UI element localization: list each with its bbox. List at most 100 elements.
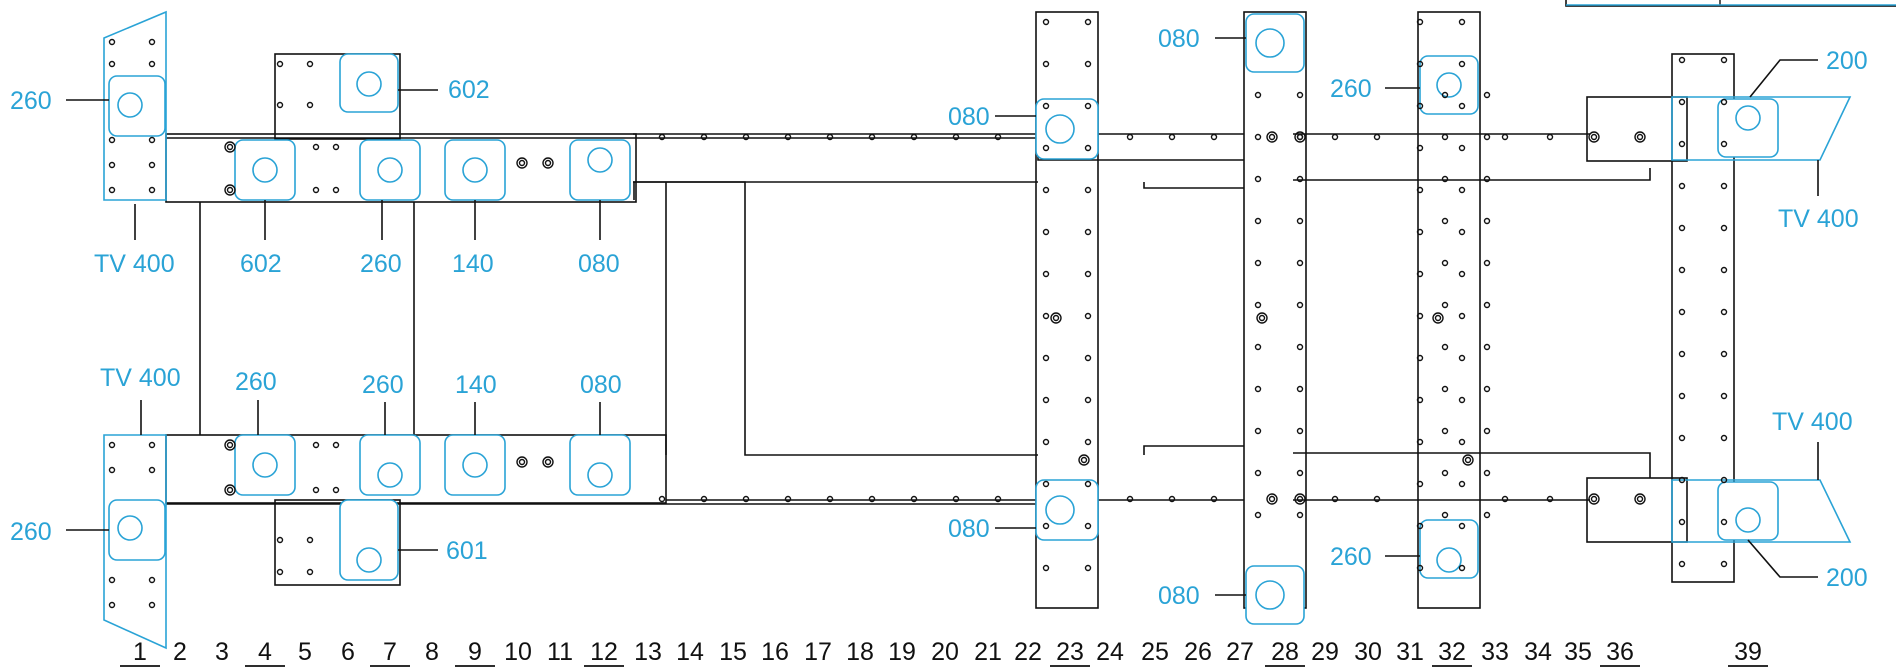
bolt-hole	[1678, 392, 1686, 400]
bolt-hole	[1296, 91, 1304, 99]
bolt-hole	[1254, 301, 1262, 309]
bolt-hole	[108, 466, 116, 474]
callout-260: 260	[235, 368, 277, 396]
position-number: 29	[1311, 638, 1339, 666]
bolt-hole	[1168, 133, 1176, 141]
bolt-hole	[952, 495, 960, 503]
bolt-hole	[1720, 392, 1728, 400]
bolt-hole	[1052, 314, 1060, 322]
bolt-hole	[1084, 18, 1092, 26]
bolt-hole	[1441, 427, 1449, 435]
bolt-hole	[1483, 133, 1491, 141]
position-number: 13	[634, 638, 662, 666]
bolt-hole	[1720, 98, 1728, 106]
bolt-hole	[276, 536, 284, 544]
bolt-hole	[312, 143, 320, 151]
bolt-hole	[1720, 560, 1728, 568]
position-number: 17	[804, 638, 832, 666]
bolt-hole	[1416, 438, 1424, 446]
bolt-hole	[542, 157, 554, 169]
module-140-bot	[444, 434, 506, 496]
callout-260: 260	[10, 518, 52, 546]
bolt-hole	[1296, 259, 1304, 267]
callout-tv400: TV 400	[1778, 205, 1859, 233]
position-number: 26	[1184, 638, 1212, 666]
bolt-hole	[1720, 224, 1728, 232]
bolt-hole	[1483, 511, 1491, 519]
bolt-hole	[1720, 182, 1728, 190]
bolt-hole	[1416, 102, 1424, 110]
bolt-hole	[1678, 350, 1686, 358]
corner-box	[1565, 0, 1896, 7]
bolt-hole	[1588, 493, 1600, 505]
bolt-hole	[1210, 495, 1218, 503]
bolt-hole	[1126, 495, 1134, 503]
bolt-hole	[312, 486, 320, 494]
bolt-hole	[1441, 217, 1449, 225]
bolt-hole	[868, 495, 876, 503]
callout-labels: 260 TV 400 602 602 260 140 080 080 080 2…	[10, 25, 1868, 610]
callout-602: 602	[448, 76, 490, 104]
bolt-hole	[742, 133, 750, 141]
module-080-23bot	[1035, 479, 1099, 541]
position-number: 14	[676, 638, 704, 666]
bolt-hole	[1416, 270, 1424, 278]
bolt-hole	[1720, 518, 1728, 526]
bolt-hole	[700, 495, 708, 503]
bolt-hole	[1042, 522, 1050, 530]
bolt-hole	[1590, 133, 1598, 141]
bolt-hole	[1084, 522, 1092, 530]
bolt-hole	[1720, 266, 1728, 274]
bolt-hole	[332, 486, 340, 494]
bolt-hole	[542, 456, 554, 468]
bolt-hole	[1084, 354, 1092, 362]
bolt-hole	[1590, 495, 1598, 503]
bolt-hole	[1084, 270, 1092, 278]
bolt-hole	[1678, 434, 1686, 442]
bolt-hole	[1416, 396, 1424, 404]
bolt-hole	[1296, 175, 1304, 183]
bolt-hole	[1441, 343, 1449, 351]
position-number: 34	[1524, 638, 1552, 666]
bolt-hole	[1458, 144, 1466, 152]
bolt-hole	[1042, 228, 1050, 236]
callout-260: 260	[362, 371, 404, 399]
bolt-hole	[1483, 343, 1491, 351]
bolt-hole	[1483, 259, 1491, 267]
bolt-hole	[1462, 454, 1474, 466]
callout-200: 200	[1826, 564, 1868, 592]
bolt-hole	[108, 38, 116, 46]
bolt-hole	[1084, 480, 1092, 488]
bolt-hole	[1268, 495, 1276, 503]
position-number: 2	[173, 638, 187, 666]
bolt-hole	[1084, 564, 1092, 572]
bolt-hole	[1458, 564, 1466, 572]
bolt-hole	[658, 133, 666, 141]
bolt-hole	[1254, 259, 1262, 267]
bolt-hole	[994, 495, 1002, 503]
bolt-hole	[1441, 259, 1449, 267]
bolt-hole	[226, 486, 234, 494]
bolt-hole	[544, 159, 552, 167]
bolt-hole	[1416, 60, 1424, 68]
bolt-hole	[1042, 564, 1050, 572]
bolt-hole	[1588, 131, 1600, 143]
bolt-hole	[306, 101, 314, 109]
bolt-hole	[1042, 354, 1050, 362]
bolt-hole	[1720, 308, 1728, 316]
callout-080: 080	[578, 250, 620, 278]
bolt-hole	[1331, 495, 1339, 503]
position-number: 8	[425, 638, 439, 666]
bolt-hole	[1416, 522, 1424, 530]
callout-080: 080	[948, 515, 990, 543]
bolt-hole	[108, 601, 116, 609]
bolt-hole	[1458, 102, 1466, 110]
position-number: 12	[590, 638, 618, 666]
bolt-hole	[332, 143, 340, 151]
module-080-28bot	[1245, 565, 1305, 625]
module-602-top	[339, 53, 399, 113]
bolt-hole	[1434, 314, 1442, 322]
callout-260: 260	[10, 87, 52, 115]
position-number: 30	[1354, 638, 1382, 666]
